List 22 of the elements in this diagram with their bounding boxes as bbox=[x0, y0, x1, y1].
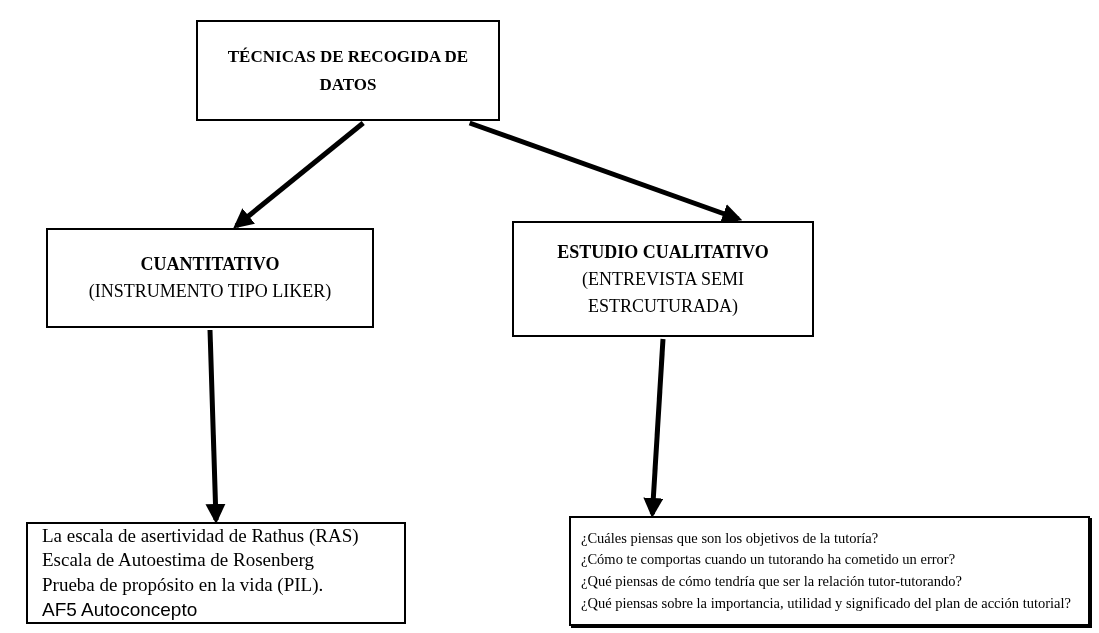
arrow bbox=[643, 338, 666, 518]
heading-text: ESTUDIO CUALITATIVO bbox=[557, 240, 769, 264]
subheading-text: (ENTREVISTA SEMI ESTRCUTURADA) bbox=[580, 267, 746, 318]
list-item: Prueba de propósito en la vida (PIL). bbox=[42, 573, 324, 597]
text-box bbox=[196, 20, 500, 121]
list-item: AF5 Autoconcepto bbox=[42, 597, 198, 622]
title-text: TÉCNICAS DE RECOGIDA DE DATOS bbox=[226, 46, 470, 96]
arrow bbox=[468, 120, 743, 224]
question-text: ¿Qué piensas sobre la importancia, utilidad y significado del plan de acción tutorial? bbox=[581, 593, 1072, 613]
question-text: ¿Cómo te comportas cuando un tutorando ha cometido un error? bbox=[581, 550, 956, 570]
text-box bbox=[26, 522, 406, 624]
list-item: Escala de Autoestima de Rosenberg bbox=[42, 548, 314, 573]
text-box bbox=[46, 228, 374, 328]
arrow bbox=[233, 121, 365, 229]
arrow bbox=[205, 329, 226, 524]
list-item: La escala de asertividad de Rathus (RAS) bbox=[42, 523, 359, 548]
question-text: ¿Qué piensas de cómo tendría que ser la relación tutor-tutorando? bbox=[581, 572, 962, 591]
subheading-text: (INSTRUMENTO TIPO LIKER) bbox=[88, 280, 332, 303]
question-text: ¿Cuáles piensas que son los objetivos de la tutoría? bbox=[581, 528, 879, 548]
heading-text: CUANTITATIVO bbox=[140, 253, 280, 276]
text-box bbox=[569, 516, 1090, 626]
text-box bbox=[512, 221, 814, 337]
